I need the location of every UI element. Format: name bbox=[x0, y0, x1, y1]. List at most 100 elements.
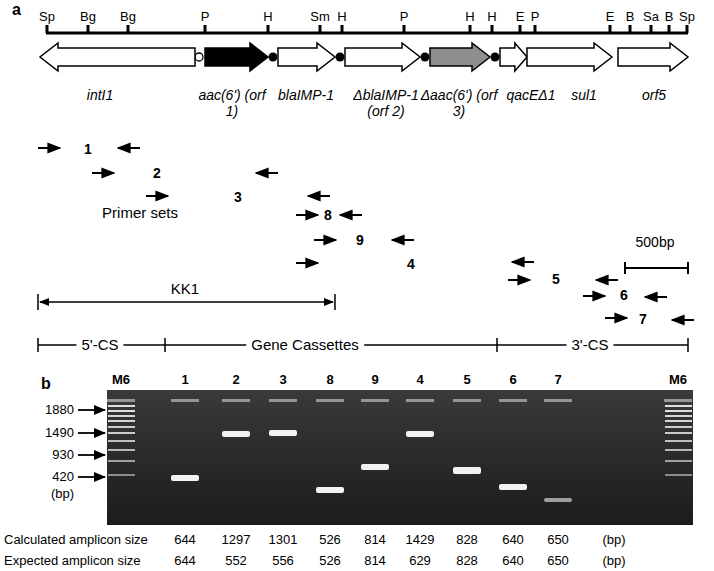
figure-label: (bp) bbox=[602, 533, 625, 547]
figure-label: 526 bbox=[319, 554, 341, 568]
gene-arrow-outline bbox=[527, 43, 612, 71]
figure-label: H bbox=[465, 10, 474, 24]
figure-label: 6 bbox=[620, 288, 628, 303]
figure-label: 640 bbox=[502, 533, 524, 547]
ladder-arrows bbox=[78, 410, 105, 477]
figure-label: H bbox=[487, 10, 496, 24]
figure-label: 5 bbox=[552, 272, 560, 287]
figure-label: H bbox=[263, 10, 272, 24]
gene-arrow-outline bbox=[430, 43, 490, 71]
figure-label: 5 bbox=[463, 373, 470, 387]
figure-label: 7 bbox=[639, 312, 647, 327]
figure-label: 9 bbox=[371, 373, 378, 387]
gene-arrow-outline bbox=[278, 43, 335, 71]
figure-label: 644 bbox=[174, 533, 196, 547]
figure-label: B bbox=[626, 10, 635, 24]
figure-label: Sp bbox=[679, 10, 695, 24]
figure-label: P bbox=[531, 10, 540, 24]
figure-label: 930 bbox=[52, 448, 74, 462]
figure-label: 8 bbox=[326, 373, 333, 387]
gene-arrow-shape bbox=[40, 43, 195, 71]
figure-label: 650 bbox=[547, 533, 569, 547]
figure-label: (bp) bbox=[602, 554, 625, 568]
figure-label: Sm bbox=[310, 10, 330, 24]
figure-label: 828 bbox=[456, 533, 478, 547]
figure-label: 1429 bbox=[406, 533, 435, 547]
gene-name: intI1 bbox=[87, 87, 113, 103]
gene-arrow-shape bbox=[527, 43, 612, 71]
gene-arrow-shape bbox=[618, 43, 688, 71]
figure-label: Expected amplicon size bbox=[4, 554, 141, 568]
figure-label: 3'-CS bbox=[566, 337, 613, 354]
figure-label: 7 bbox=[554, 373, 561, 387]
figure-label: b bbox=[41, 375, 51, 393]
figure-label: 1 bbox=[181, 373, 188, 387]
gene-name: orf5 bbox=[642, 87, 666, 103]
scale-bar bbox=[625, 262, 688, 274]
figure-label: 5'-CS bbox=[76, 337, 123, 354]
figure-label: 1490 bbox=[45, 426, 74, 440]
gene-name: qacEΔ1 bbox=[506, 87, 555, 103]
gene-arrow-shape bbox=[500, 43, 527, 71]
gene-arrow: Δaac(6') (orf 3) bbox=[430, 43, 490, 71]
figure-label: 3 bbox=[279, 373, 286, 387]
figure-label: 1297 bbox=[222, 533, 251, 547]
gene-arrow-shape bbox=[278, 43, 335, 71]
figure-label: Bg bbox=[120, 10, 136, 24]
figure-label: H bbox=[337, 10, 346, 24]
figure-label: 8 bbox=[324, 208, 332, 223]
figure-label: KK1 bbox=[171, 281, 199, 298]
gene-arrow: intI1 bbox=[40, 43, 195, 71]
figure-label: 640 bbox=[502, 554, 524, 568]
figure-label: 3 bbox=[234, 190, 242, 205]
gene-arrow-outline bbox=[205, 43, 268, 71]
figure-label: 4 bbox=[407, 257, 415, 272]
figure-label: 644 bbox=[174, 554, 196, 568]
figure-label: 814 bbox=[364, 533, 386, 547]
gene-arrow: ΔblaIMP-1 (orf 2) bbox=[345, 43, 420, 71]
figure-label: 1 bbox=[84, 142, 92, 157]
figure-label: 650 bbox=[547, 554, 569, 568]
figure-label: Sp bbox=[39, 10, 55, 24]
figure-label: Calculated amplicon size bbox=[4, 533, 148, 547]
figure-label: 4 bbox=[416, 373, 423, 387]
figure-label: P bbox=[400, 10, 409, 24]
gene-name: ΔblaIMP-1 (orf 2) bbox=[346, 87, 426, 119]
figure-label: 814 bbox=[364, 554, 386, 568]
figure-label: 629 bbox=[409, 554, 431, 568]
figure-label: Sa bbox=[643, 10, 659, 24]
gene-name: blaIMP-1 bbox=[278, 87, 334, 103]
gene-name: aac(6') (orf 1) bbox=[192, 87, 272, 119]
gene-arrow-shape bbox=[345, 43, 420, 71]
figure-label: 420 bbox=[52, 470, 74, 484]
gene-arrow-outline bbox=[345, 43, 420, 71]
figure-label: E bbox=[516, 10, 525, 24]
figure-label: 1301 bbox=[269, 533, 298, 547]
figure-label: 1880 bbox=[45, 403, 74, 417]
figure-label: Bg bbox=[80, 10, 96, 24]
gene-name: sul1 bbox=[571, 87, 597, 103]
figure-label: Primer sets bbox=[102, 205, 178, 222]
gene-arrow: sul1 bbox=[527, 43, 612, 71]
figure-label: 556 bbox=[272, 554, 294, 568]
gene-arrow: blaIMP-1 bbox=[278, 43, 335, 71]
gene-name: Δaac(6') (orf 3) bbox=[419, 87, 499, 119]
agarose-gel bbox=[107, 390, 693, 525]
figure-label: M6 bbox=[112, 373, 130, 387]
figure-label: 6 bbox=[509, 373, 516, 387]
figure-label: Gene Cassettes bbox=[246, 337, 364, 354]
gene-arrow-outline bbox=[500, 43, 527, 71]
figure-label: 9 bbox=[356, 233, 364, 248]
figure-label: (bp) bbox=[51, 487, 74, 501]
gene-arrow: aac(6') (orf 1) bbox=[205, 43, 268, 71]
figure-label: 552 bbox=[225, 554, 247, 568]
figure-label: B bbox=[665, 10, 674, 24]
gene-arrow-outline bbox=[618, 43, 688, 71]
figure-label: 2 bbox=[232, 373, 239, 387]
gene-arrow-shape bbox=[430, 43, 490, 71]
figure-label: M6 bbox=[669, 373, 687, 387]
gene-arrow-outline bbox=[40, 43, 195, 71]
gene-arrow: orf5 bbox=[618, 43, 688, 71]
